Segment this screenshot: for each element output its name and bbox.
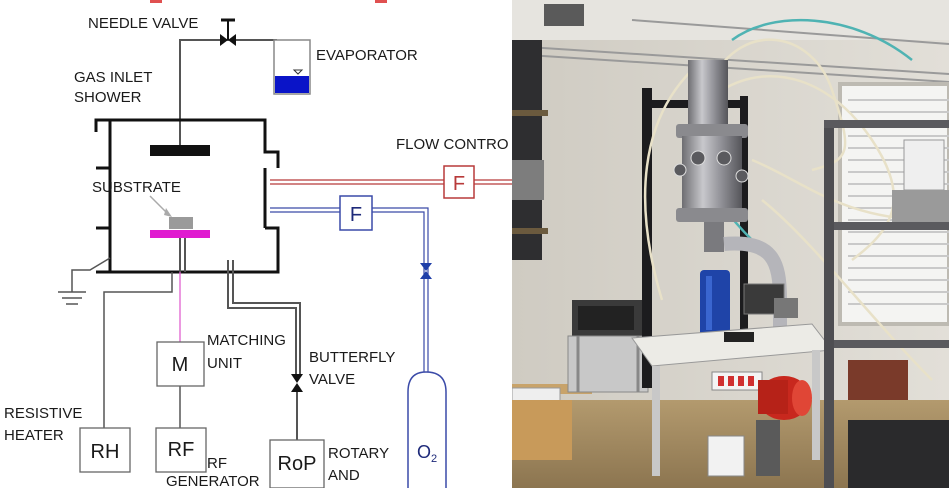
substrate-label: SUBSTRATE bbox=[92, 179, 181, 196]
resistive-heater-box-label: RH bbox=[91, 441, 120, 463]
flow-controller-red-label: F bbox=[453, 173, 465, 195]
rotary-pump-box-label: RoP bbox=[278, 453, 317, 475]
rotary-label-line1: ROTARY bbox=[328, 445, 389, 462]
gas-inlet-pipe bbox=[179, 39, 229, 146]
butterfly-label-line2: VALVE bbox=[309, 371, 355, 388]
flow-controller-blue: F bbox=[339, 195, 373, 231]
flow-control-label: FLOW CONTRO bbox=[396, 136, 509, 153]
lab-photo bbox=[512, 0, 949, 488]
oxygen-label: O2 bbox=[417, 442, 437, 465]
blue-gas-line bbox=[270, 207, 429, 380]
blue-cylinder bbox=[700, 270, 730, 336]
reactor-chamber bbox=[673, 60, 749, 252]
substrate-pointer-head bbox=[164, 208, 172, 217]
rf-generator-box-label: RF bbox=[168, 439, 195, 461]
butterfly-valve-symbol bbox=[291, 374, 303, 392]
ceiling bbox=[512, 0, 949, 40]
evaporator-pipe bbox=[236, 39, 277, 52]
right-rack bbox=[824, 120, 949, 488]
schematic-canvas: F F O2 bbox=[4, 0, 512, 488]
instrument-rack bbox=[567, 300, 649, 393]
resistive-heater-label-line1: RESISTIVE bbox=[4, 405, 82, 422]
equipment-cart bbox=[631, 323, 833, 476]
substrate-pointer bbox=[149, 195, 169, 215]
top-remnant-mark bbox=[150, 0, 162, 3]
rotary-pump-box: RoP bbox=[269, 439, 325, 488]
flow-controller-blue-label: F bbox=[350, 204, 362, 226]
top-remnant-mark bbox=[375, 0, 387, 3]
resistive-heater-label-line2: HEATER bbox=[4, 427, 64, 444]
vacuum-chamber bbox=[94, 118, 280, 274]
substrate-holder bbox=[150, 230, 210, 238]
front-bench bbox=[512, 400, 572, 460]
gas-inlet-label-line2: SHOWER bbox=[74, 89, 142, 106]
oxygen-cylinder: O2 bbox=[407, 371, 447, 488]
exhaust-line bbox=[227, 260, 301, 440]
matching-unit-box: M bbox=[156, 341, 205, 387]
gas-inlet-label-line1: GAS INLET bbox=[74, 69, 152, 86]
handheld-meter bbox=[724, 332, 754, 342]
rf-generator-label-line2: GENERATOR bbox=[166, 473, 260, 488]
flow-controller-red: F bbox=[443, 165, 475, 199]
power-supply bbox=[707, 435, 745, 477]
evaporator-vessel bbox=[273, 39, 311, 95]
matching-label-line1: MATCHING bbox=[207, 332, 286, 349]
rotary-pump bbox=[758, 376, 812, 420]
needle-valve-label: NEEDLE VALVE bbox=[88, 15, 198, 32]
doorway bbox=[512, 40, 542, 260]
red-gas-line bbox=[270, 179, 512, 185]
matching-unit-box-label: M bbox=[172, 354, 189, 376]
cable-tray bbox=[512, 19, 949, 83]
rf-generator-label-line1: RF bbox=[207, 455, 227, 472]
pump-stand bbox=[756, 420, 780, 476]
substrate bbox=[169, 217, 193, 229]
matching-label-line2: UNIT bbox=[207, 355, 242, 372]
lab-photo-illustration bbox=[512, 0, 949, 488]
oxygen-valve-symbol bbox=[420, 263, 432, 279]
heater-line bbox=[103, 272, 173, 428]
evaporator-label: EVAPORATOR bbox=[316, 47, 418, 64]
left-shelf bbox=[512, 110, 548, 234]
controller-box-small bbox=[774, 298, 798, 318]
resistive-heater-box: RH bbox=[79, 427, 131, 473]
rotary-label-line2: AND bbox=[328, 467, 360, 484]
ground-symbol bbox=[58, 257, 111, 305]
ceiling-box bbox=[544, 4, 584, 26]
butterfly-label-line1: BUTTERFLY bbox=[309, 349, 395, 366]
rf-generator-box: RF bbox=[155, 427, 207, 473]
needle-valve-symbol bbox=[220, 18, 236, 46]
gas-inlet-shower bbox=[150, 145, 210, 156]
pecvd-schematic: F F O2 bbox=[4, 0, 512, 488]
